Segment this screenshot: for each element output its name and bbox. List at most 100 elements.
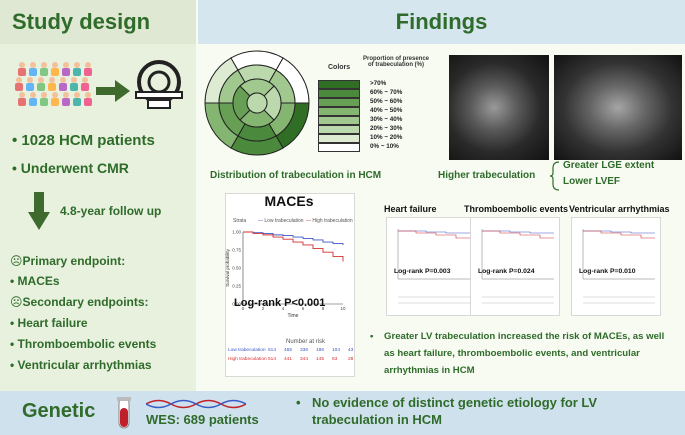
legend-labels: >70% 60% ~ 70% 50% ~ 60% 40% ~ 50% 30% ~ 40%… — [370, 79, 402, 151]
conclusion-text: Greater LV trabeculation increased the r… — [384, 331, 665, 376]
person-body — [40, 68, 48, 76]
legend-label: 60% ~ 70% — [370, 89, 403, 96]
person-body — [70, 83, 78, 91]
risk-cell: 514 — [268, 348, 277, 353]
primary-endpoint-item: • MACEs — [10, 274, 60, 288]
genetic-finding-bullet: • — [296, 395, 301, 410]
maces-km-panel — [225, 193, 355, 377]
legend-swatch — [318, 80, 360, 89]
person-body — [40, 98, 48, 106]
km-series-line — [398, 230, 470, 239]
person-body — [73, 68, 81, 76]
mri-scanner-icon — [135, 60, 183, 109]
person-body — [51, 98, 59, 106]
legend-swatch — [318, 89, 360, 98]
person-head — [63, 62, 69, 68]
km-series-line — [243, 231, 344, 245]
maces-legend-low: — Low trabeculation — [258, 218, 304, 224]
brace-icon — [549, 161, 560, 191]
person-head — [27, 77, 33, 83]
legend-colors-title: Colors — [328, 64, 351, 71]
person-body — [26, 83, 34, 91]
risk-cell: 145 — [316, 357, 325, 362]
km-series-line — [583, 230, 655, 239]
maces-legend-high-text: High trabeculation — [312, 218, 353, 224]
risk-cell: 28 — [348, 357, 354, 362]
test-tube-icon — [117, 397, 131, 429]
y-tick-label: 0.50 — [232, 266, 241, 271]
person-body — [15, 83, 23, 91]
secondary-endpoint-item: • Heart failure — [10, 316, 88, 330]
small-km-chart — [481, 229, 554, 304]
legend-title: Proportion of presence of trabeculation … — [363, 56, 430, 68]
maces-strata-label: Strata — [233, 218, 247, 224]
legend-swatch — [318, 143, 360, 152]
person-head — [85, 92, 91, 98]
secondary-endpoint-item: • Thromboembolic events — [10, 337, 157, 351]
study-design-header: Study design — [0, 0, 196, 44]
cmr-image-1 — [449, 55, 549, 160]
person-body — [62, 68, 70, 76]
study-design-title: Study design — [12, 9, 151, 34]
person-head — [52, 62, 58, 68]
person-body — [73, 98, 81, 106]
genetic-label: Genetic — [22, 400, 96, 422]
risk-cell: 104 — [332, 348, 341, 353]
bullseye-caption: Distribution of trabeculation in HCM — [210, 170, 382, 181]
risk-cell: 465 — [284, 348, 293, 353]
legend-label: 10% ~ 20% — [370, 134, 403, 141]
legend-label: 30% ~ 40% — [370, 116, 403, 123]
person-head — [19, 62, 25, 68]
person-body — [29, 68, 37, 76]
legend-label: 50% ~ 60% — [370, 98, 403, 105]
outcome-lge: Greater LGE extent — [563, 160, 655, 171]
person-body — [48, 83, 56, 91]
genetic-bar — [0, 391, 685, 435]
primary-endpoint-label: ☹Primary endpoint: — [10, 254, 126, 268]
maces-endpoint-text: MACEs — [17, 274, 60, 288]
thromboembolic-endpoint-text: Thromboembolic events — [17, 337, 157, 351]
x-tick-label: 2 — [262, 306, 265, 311]
small-km-panel — [470, 217, 560, 316]
small-km-title: Thromboembolic events — [464, 204, 569, 214]
dna-helix-icon — [146, 399, 246, 409]
person-head — [30, 62, 36, 68]
small-km-logrank: Log-rank P=0.003 — [394, 268, 451, 275]
km-series-line — [482, 230, 554, 234]
secondary-endpoint-label: ☹Secondary endpoints: — [10, 295, 149, 309]
y-tick-label: 0.75 — [232, 248, 241, 253]
legend-swatches — [318, 80, 360, 152]
person-head — [41, 62, 47, 68]
small-km-title: Heart failure — [384, 204, 437, 214]
km-series-line — [583, 230, 655, 234]
followup-text: 4.8-year follow up — [60, 204, 162, 218]
legend-swatch — [318, 107, 360, 116]
cmr-bullet: • Underwent CMR — [12, 160, 129, 176]
legend-label: >70% — [370, 80, 387, 87]
person-body — [18, 98, 26, 106]
risk-cell: 514 — [268, 357, 277, 362]
small-km-title: Ventricular arrhythmias — [569, 204, 670, 214]
person-head — [85, 62, 91, 68]
person-head — [71, 77, 77, 83]
person-body — [51, 68, 59, 76]
y-axis-label: Survival probability — [225, 248, 230, 287]
person-head — [82, 77, 88, 83]
person-head — [19, 92, 25, 98]
legend-swatch — [318, 98, 360, 107]
cmr-text: Underwent CMR — [20, 160, 129, 176]
small-km-panel — [386, 217, 476, 316]
risk-cell: 186 — [316, 348, 325, 353]
person-head — [63, 92, 69, 98]
small-km-chart — [397, 229, 470, 304]
legend-label: 0% ~ 10% — [370, 143, 399, 150]
risk-row-label: High trabeculation — [228, 357, 267, 362]
person-body — [84, 68, 92, 76]
person-head — [74, 92, 80, 98]
person-head — [52, 92, 58, 98]
person-body — [37, 83, 45, 91]
x-tick-label: 4 — [282, 306, 285, 311]
legend-label: 40% ~ 50% — [370, 107, 403, 114]
